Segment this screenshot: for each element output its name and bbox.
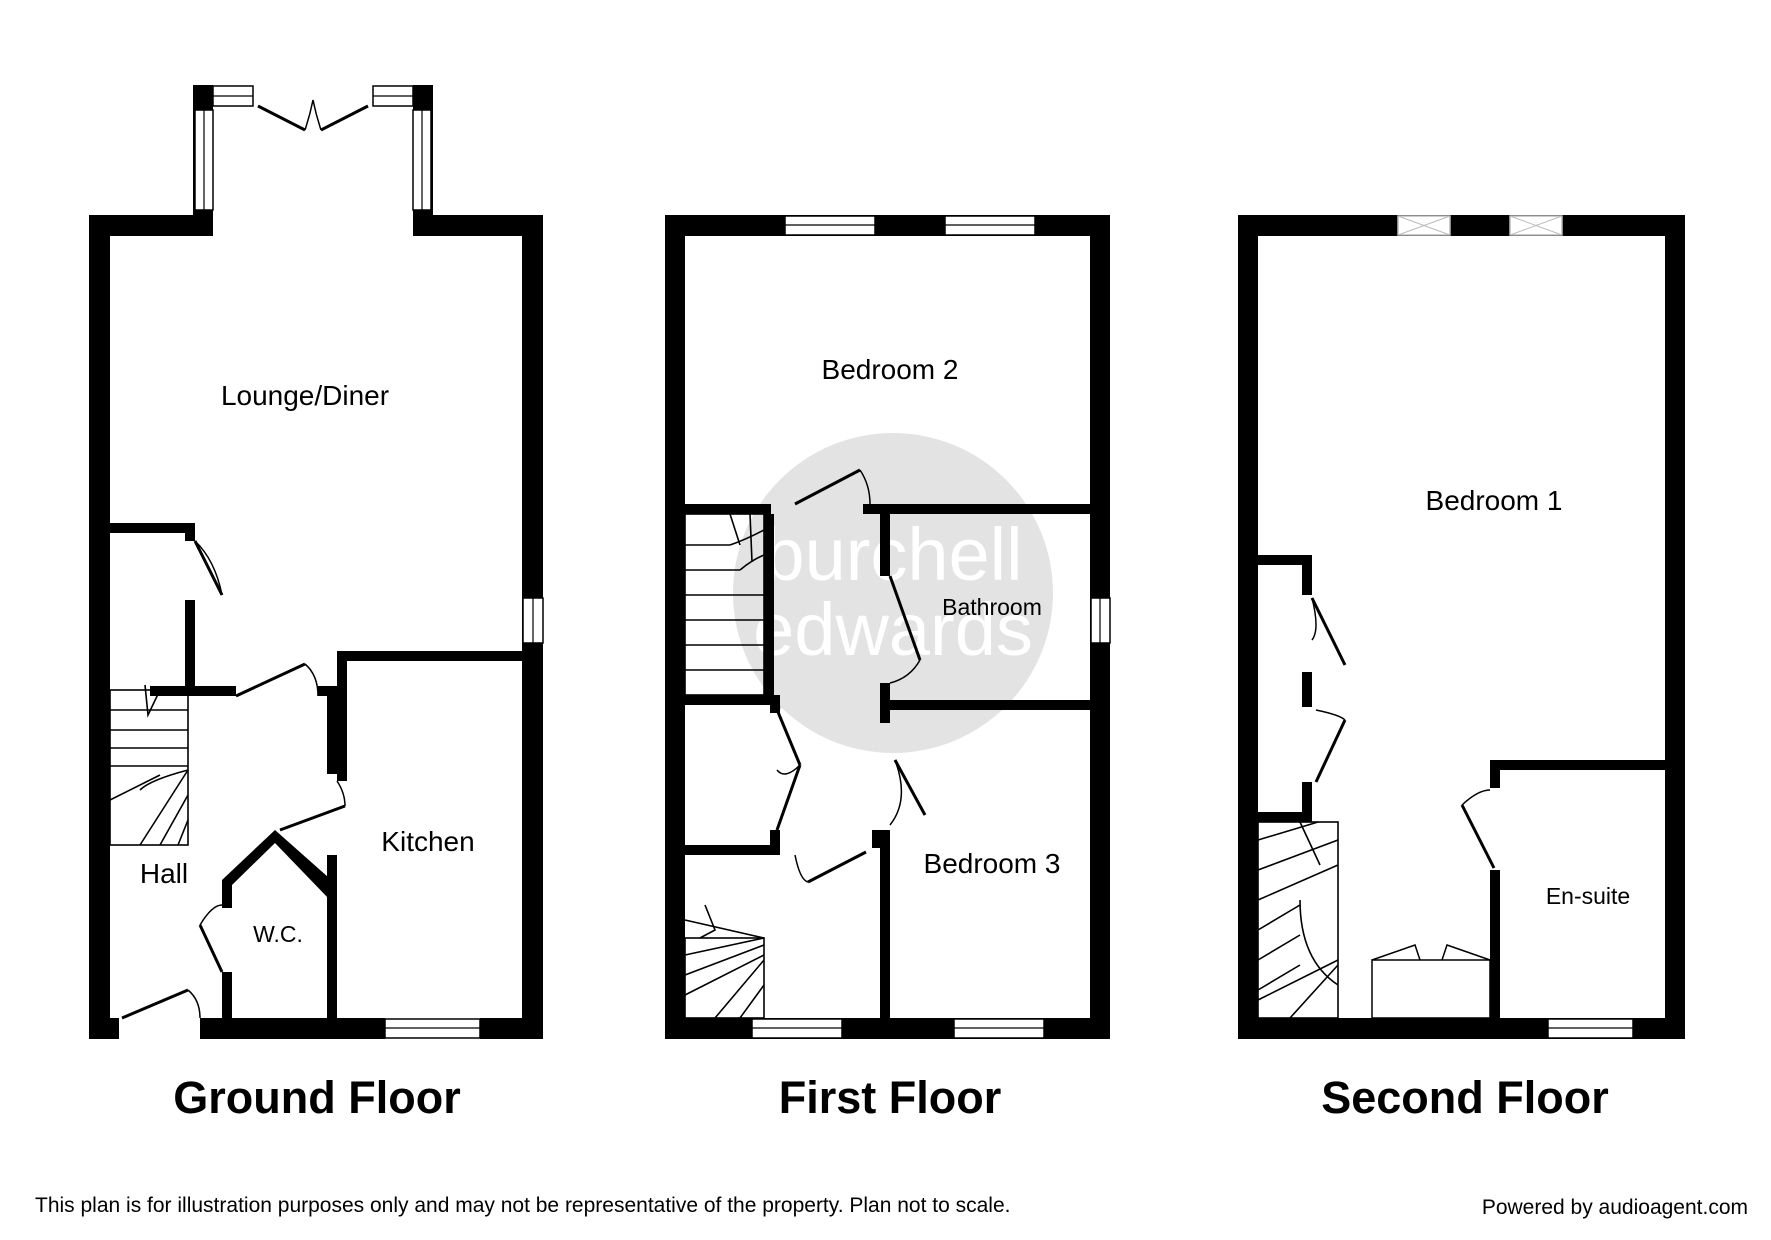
watermark-line-2: edwards (753, 588, 1033, 671)
room-label-bedroom-1: Bedroom 1 (1426, 485, 1563, 516)
floor-title-second: Second Floor (1321, 1072, 1609, 1123)
ground-floor-plan (89, 85, 544, 1039)
first-floor-plan (665, 215, 1111, 1039)
room-label-wc: W.C. (253, 921, 303, 947)
room-label-en-suite: En-suite (1546, 883, 1630, 909)
disclaimer-text: This plan is for illustration purposes o… (35, 1194, 1010, 1217)
powered-by-text: Powered by audioagent.com (1482, 1196, 1748, 1219)
room-label-hall: Hall (140, 858, 188, 889)
room-label-kitchen: Kitchen (381, 826, 474, 857)
floor-title-ground: Ground Floor (173, 1072, 460, 1123)
room-label-lounge-diner: Lounge/Diner (221, 380, 389, 411)
room-label-bedroom-2: Bedroom 2 (822, 354, 959, 385)
room-label-bathroom: Bathroom (942, 594, 1042, 620)
second-floor-plan (1238, 215, 1685, 1039)
room-label-bedroom-3: Bedroom 3 (924, 848, 1061, 879)
floor-title-first: First Floor (779, 1072, 1002, 1123)
